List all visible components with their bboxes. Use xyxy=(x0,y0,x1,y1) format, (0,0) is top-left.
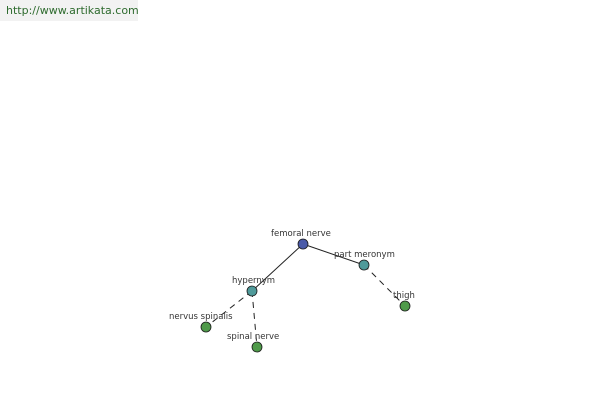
edge-hypernym-to-nervus-spinalis xyxy=(205,290,253,328)
edges-layer xyxy=(205,243,406,348)
edge-part-meronym-to-thigh xyxy=(363,264,406,307)
node-thigh[interactable]: thigh xyxy=(393,291,415,312)
url-link[interactable]: http://www.artikata.com xyxy=(6,4,139,17)
node-nervus-spinalis[interactable]: nervus spinalis xyxy=(169,312,233,333)
node-femoral-nerve[interactable]: femoral nerve xyxy=(271,229,331,250)
node-label-spinal-nerve: spinal nerve xyxy=(227,332,279,342)
node-dot-nervus-spinalis[interactable] xyxy=(200,321,212,333)
edge-hypernym-to-spinal-nerve xyxy=(251,290,258,348)
node-dot-thigh[interactable] xyxy=(399,300,411,312)
edge-femoral-nerve-to-part-meronym xyxy=(302,243,365,266)
node-spinal-nerve[interactable]: spinal nerve xyxy=(227,332,279,353)
node-label-nervus-spinalis: nervus spinalis xyxy=(169,312,233,322)
url-banner[interactable]: http://www.artikata.com xyxy=(0,0,139,21)
node-dot-hypernym[interactable] xyxy=(246,285,258,297)
node-dot-part-meronym[interactable] xyxy=(358,259,370,271)
node-part-meronym[interactable]: part meronym xyxy=(334,250,395,271)
node-dot-spinal-nerve[interactable] xyxy=(251,341,263,353)
node-label-thigh: thigh xyxy=(393,291,415,301)
node-label-hypernym: hypernym xyxy=(232,276,275,286)
edge-femoral-nerve-to-hypernym xyxy=(251,243,304,292)
node-hypernym[interactable]: hypernym xyxy=(232,276,275,297)
node-label-part-meronym: part meronym xyxy=(334,250,395,260)
nodes-layer: femoral nerve hypernym part meronym nervus … xyxy=(169,229,415,353)
node-label-femoral-nerve: femoral nerve xyxy=(271,229,331,239)
node-dot-femoral-nerve[interactable] xyxy=(297,238,309,250)
